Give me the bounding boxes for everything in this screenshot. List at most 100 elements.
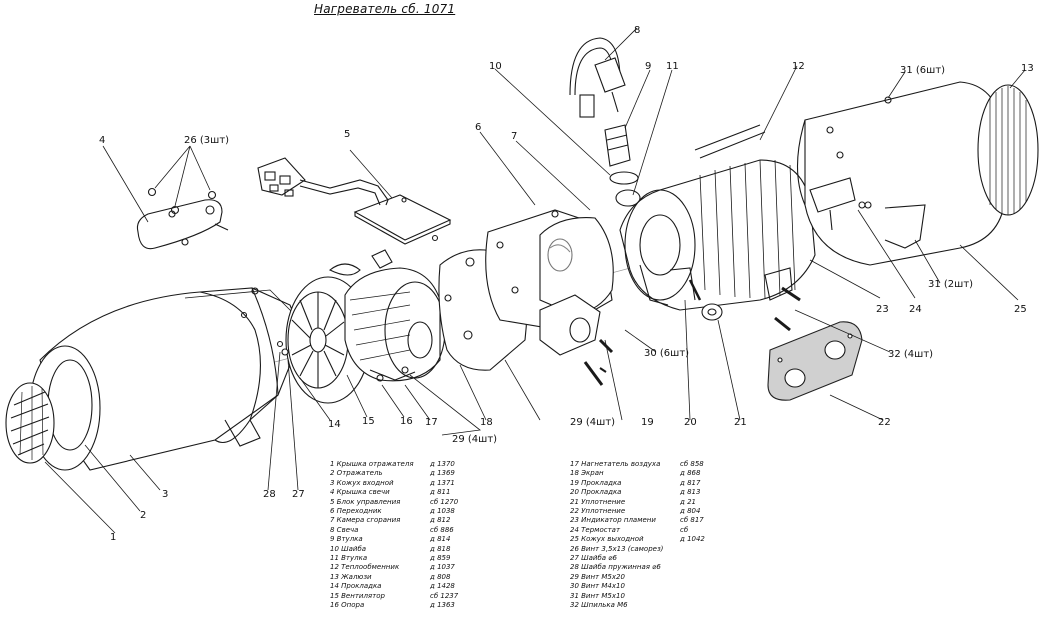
part-name: 7 Камера сгорания <box>330 516 401 525</box>
part-code: сб 886 <box>430 525 454 534</box>
part-code: д 1042 <box>680 535 705 544</box>
part-22-seal-plate <box>767 321 863 401</box>
part-5-control-unit <box>257 157 452 245</box>
part-16-support <box>369 366 416 382</box>
part-name: 1 Крышка отражателя <box>330 460 414 468</box>
part-19-gasket <box>539 294 601 356</box>
part-name: 26 Винт 3,5х13 (саморез) <box>570 544 664 553</box>
callout-6: 6 <box>475 122 481 133</box>
part-name: 4 Крышка свечи <box>330 488 390 497</box>
part-name: 14 Прокладка <box>330 582 382 591</box>
callout-24: 24 <box>909 304 922 315</box>
callout-29a: 29 (4шт) <box>452 434 497 445</box>
part-code: д 868 <box>680 469 701 478</box>
part-name: 10 Шайба <box>330 544 367 553</box>
part-name: 2 Отражатель <box>330 469 383 478</box>
part-code: д 859 <box>430 554 451 563</box>
parts-list-row: 30 Винт М4х10 <box>570 582 740 591</box>
parts-list-row: 23 Индикатор пламени сб 817 <box>570 516 740 525</box>
part-name: 16 Опора <box>330 601 365 610</box>
callout-17: 17 <box>425 417 438 428</box>
part-1-reflector-cover <box>5 382 55 464</box>
part-name: 29 Винт М5х20 <box>570 572 625 581</box>
part-code: д 814 <box>430 535 451 544</box>
part-name: 32 Шпилька М6 <box>570 601 628 610</box>
parts-list-row: 16 Опора д 1363 <box>330 601 570 610</box>
part-code: д 1363 <box>430 601 455 610</box>
callout-1: 1 <box>110 532 116 543</box>
part-12-heat-exchanger <box>619 124 816 311</box>
part-name: 5 Блок управления <box>330 497 401 506</box>
callout-19: 19 <box>641 417 654 428</box>
part-29-screws <box>583 338 614 386</box>
parts-list-row: 18 Экран д 868 <box>570 469 740 478</box>
parts-list-row: 5 Блок управления сб 1270 <box>330 498 570 507</box>
part-name: 24 Термостат <box>570 525 621 534</box>
callout-25: 25 <box>1014 304 1027 315</box>
part-code: д 811 <box>430 488 451 497</box>
part-20-gasket <box>669 267 696 301</box>
drawing-title: Нагреватель сб. 1071 <box>314 2 456 16</box>
callout-labels: 1 2 3 4 26 (3шт) 5 6 7 8 9 10 11 12 31 (… <box>99 25 1034 543</box>
part-name: 23 Индикатор пламени <box>570 516 656 525</box>
callout-26: 26 (3шт) <box>184 135 229 146</box>
part-name: 19 Прокладка <box>570 478 622 487</box>
part-code: сб 1270 <box>430 497 459 506</box>
part-13-louver <box>977 84 1039 216</box>
part-name: 20 Прокладка <box>570 488 622 497</box>
callout-31b: 31 (2шт) <box>928 279 973 290</box>
part-21-seal <box>701 303 723 321</box>
parts-list-row: 7 Камера сгорания д 812 <box>330 516 570 525</box>
callout-31a: 31 (6шт) <box>900 65 945 76</box>
part-name: 15 Вентилятор <box>330 591 385 600</box>
parts-list-row: 27 Шайба ⌀6 <box>570 554 740 563</box>
part-code: д 1038 <box>430 507 455 516</box>
part-9-bushing <box>604 124 631 167</box>
part-code: д 813 <box>680 488 701 497</box>
callout-10: 10 <box>489 61 502 72</box>
part-24-thermostat <box>858 201 866 209</box>
part-26-screws <box>147 187 217 215</box>
part-code: д 808 <box>430 572 451 581</box>
part-code: д 818 <box>430 544 451 553</box>
part-code: д 812 <box>430 516 451 525</box>
part-name: 18 Экран <box>570 469 604 478</box>
parts-list-row: 10 Шайба д 818 <box>330 545 570 554</box>
callout-2: 2 <box>140 510 146 521</box>
callout-15: 15 <box>362 416 375 427</box>
callout-4: 4 <box>99 135 105 146</box>
parts-list-row: 32 Шпилька М6 <box>570 601 740 610</box>
callout-32: 32 (4шт) <box>888 349 933 360</box>
part-10-washer <box>609 171 639 185</box>
part-name: 28 Шайба пружинная ⌀6 <box>570 563 661 572</box>
callout-18: 18 <box>480 417 493 428</box>
part-code: сб 817 <box>680 516 704 525</box>
part-name: 30 Винт М4х10 <box>570 582 625 591</box>
parts-list-row: 20 Прокладка д 813 <box>570 488 740 497</box>
parts-list-row: 13 Жалюзи д 808 <box>330 573 570 582</box>
part-code: д 1369 <box>430 469 455 478</box>
part-name: 13 Жалюзи <box>330 572 372 581</box>
callout-20: 20 <box>684 417 697 428</box>
part-name: 27 Шайба ⌀6 <box>570 554 617 563</box>
parts-list-row: 4 Крышка свечи д 811 <box>330 488 570 497</box>
callout-14: 14 <box>328 419 341 430</box>
callout-8: 8 <box>634 25 640 36</box>
part-name: 3 Кожух входной <box>330 478 394 487</box>
callout-23: 23 <box>876 304 889 315</box>
callout-11: 11 <box>666 61 679 72</box>
part-25-outlet-casing <box>796 81 1006 266</box>
